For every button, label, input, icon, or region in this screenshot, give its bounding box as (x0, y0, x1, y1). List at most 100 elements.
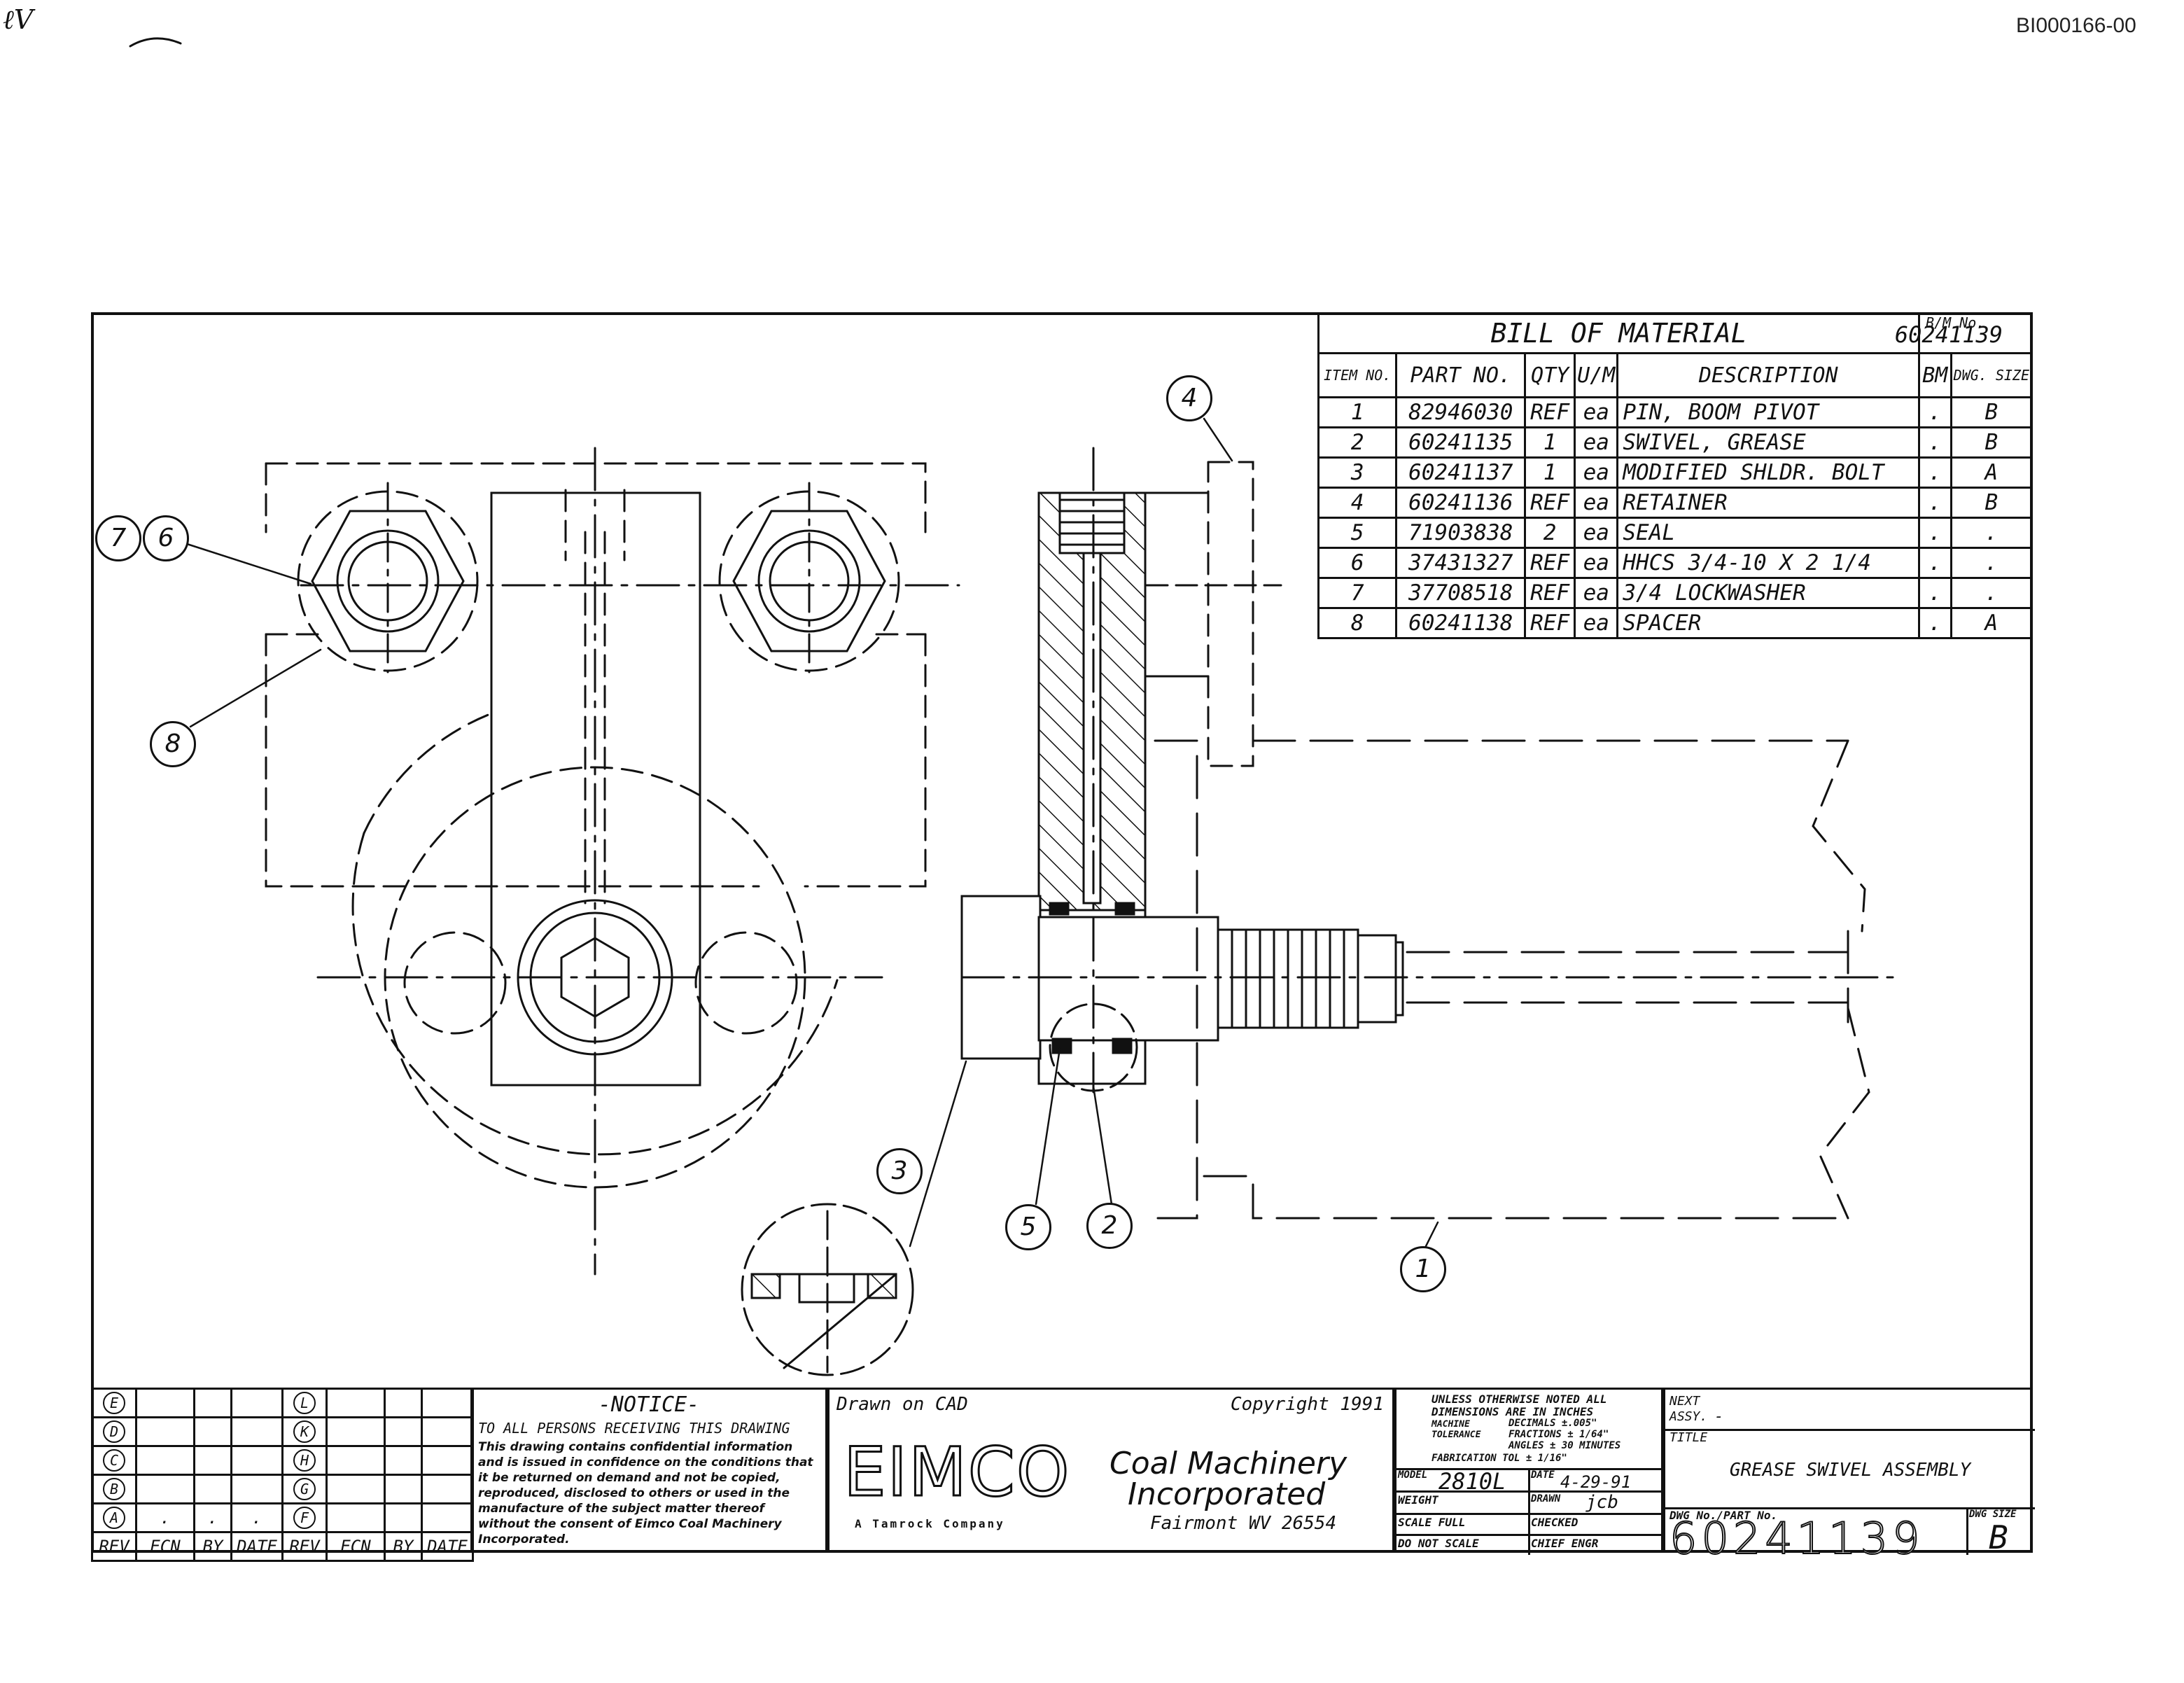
rev-letter-c: C (103, 1449, 125, 1472)
bom-part: 60241138 (1395, 607, 1527, 639)
header-item-no: ITEM NO. (1317, 352, 1398, 398)
document-id: BI000166-00 (2016, 14, 2136, 37)
rev-letter-b: B (103, 1478, 125, 1500)
next-assy-value: - (1714, 1408, 1724, 1425)
bom-item: 2 (1317, 426, 1398, 459)
rev-letter-a: A (103, 1507, 125, 1529)
bom-bm: . (1918, 547, 1952, 579)
tol-machine-label: MACHINE TOLERANCE (1432, 1419, 1481, 1440)
bom-row: 1 82946030 REF ea PIN, BOOM PIVOT . B (1317, 396, 2033, 428)
tol-fabrication: FABRICATION TOL ± 1/16" (1432, 1453, 1567, 1464)
bom-um: ea (1574, 426, 1619, 459)
bom-desc: MODIFIED SHLDR. BOLT (1616, 456, 1921, 489)
date-value: 4-29-91 (1560, 1472, 1632, 1492)
header-dwg-size: DWG. SIZE (1949, 352, 2033, 398)
bom-size: . (1949, 577, 2033, 609)
do-not-scale: DO NOT SCALE (1398, 1537, 1479, 1550)
bom-um: ea (1574, 547, 1619, 579)
drawn-value: jcb (1586, 1492, 1618, 1513)
rev-footer: DATE (230, 1531, 284, 1562)
rev-a-by: . (193, 1502, 232, 1533)
logo-subtitle: A Tamrock Company (855, 1517, 1005, 1530)
bom-item: 8 (1317, 607, 1398, 639)
checked-label: CHECKED (1531, 1516, 1578, 1529)
bom-qty: REF (1524, 547, 1576, 579)
section-view (960, 447, 1898, 1220)
rev-footer: REV (91, 1531, 137, 1562)
revision-block: E L D K C H B G A . . . F REV ECN BY DAT… (91, 1388, 474, 1562)
bom-um: ea (1574, 456, 1619, 489)
notice-box: -NOTICE- TO ALL PERSONS RECEIVING THIS D… (470, 1388, 827, 1553)
model-label: MODEL (1398, 1469, 1428, 1481)
bom-size: . (1949, 517, 2033, 549)
bom-desc: PIN, BOOM PIVOT (1616, 396, 1921, 428)
company-block: Drawn on CAD Copyright 1991 EIMCO A Tamr… (827, 1388, 1394, 1553)
notice-body: This drawing contains confidential infor… (478, 1440, 813, 1546)
bom-row: 6 37431327 REF ea HHCS 3/4-10 X 2 1/4 . … (1317, 547, 2033, 579)
bom-item: 5 (1317, 517, 1398, 549)
bom-row: 3 60241137 1 ea MODIFIED SHLDR. BOLT . A (1317, 456, 2033, 489)
bom-part: 60241135 (1395, 426, 1527, 459)
next-assy-label: NEXT ASSY. (1670, 1394, 1708, 1424)
bom-item: 4 (1317, 487, 1398, 519)
bom-qty: REF (1524, 396, 1576, 428)
rev-a-date: . (230, 1502, 284, 1533)
rev-letter-h: H (293, 1449, 316, 1472)
bom-size: B (1949, 396, 2033, 428)
bom-qty: 1 (1524, 456, 1576, 489)
copyright: Copyright 1991 (1230, 1394, 1384, 1415)
tol-note-2: DIMENSIONS ARE IN INCHES (1432, 1405, 1594, 1418)
tol-angles: ANGLES ± 30 MINUTES (1508, 1440, 1621, 1451)
bom-desc: SPACER (1616, 607, 1921, 639)
balloon-3: 3 (876, 1148, 923, 1194)
bom-number-cell: B/M No. 60241139 (1895, 312, 2033, 354)
bill-of-material-table: BILL OF MATERIAL B/M No. 60241139 ITEM N… (1317, 312, 2033, 639)
rev-letter-k: K (293, 1420, 316, 1443)
pencil-mark (129, 37, 182, 48)
balloon-4: 4 (1166, 375, 1212, 421)
bom-item: 3 (1317, 456, 1398, 489)
bom-bm: . (1918, 396, 1952, 428)
header-um: U/M (1574, 352, 1619, 398)
eimco-logo: EIMCO (842, 1432, 1071, 1513)
rev-footer: REV (281, 1531, 328, 1562)
drawing-title: GREASE SWIVEL ASSEMBLY (1729, 1460, 1971, 1481)
balloon-1: 1 (1400, 1246, 1446, 1292)
rev-letter-d: D (103, 1420, 125, 1443)
bom-row: 7 37708518 REF ea 3/4 LOCKWASHER . . (1317, 577, 2033, 609)
bom-desc: HHCS 3/4-10 X 2 1/4 (1616, 547, 1921, 579)
bom-bm: . (1918, 607, 1952, 639)
bom-desc: SWIVEL, GREASE (1616, 426, 1921, 459)
bom-desc: SEAL (1616, 517, 1921, 549)
bom-item: 7 (1317, 577, 1398, 609)
tol-decimals: DECIMALS ±.005" (1508, 1418, 1597, 1429)
bom-desc: 3/4 LOCKWASHER (1616, 577, 1921, 609)
bom-size: B (1949, 426, 2033, 459)
header-part-no: PART NO. (1395, 352, 1527, 398)
rev-footer: DATE (421, 1531, 474, 1562)
dwg-number: 60241139 (1669, 1512, 1924, 1565)
dwg-size-label: DWG SIZE (1969, 1509, 2017, 1520)
date-label: DATE (1531, 1469, 1555, 1481)
bom-qty: REF (1524, 607, 1576, 639)
bom-qty: 1 (1524, 426, 1576, 459)
bom-bm: . (1918, 487, 1952, 519)
dwg-number-label: DWG No./PART No. (1670, 1509, 1778, 1522)
bom-row: 4 60241136 REF ea RETAINER . B (1317, 487, 2033, 519)
dwg-size: B (1989, 1518, 2008, 1556)
bom-bm: . (1918, 426, 1952, 459)
detail-view (741, 1203, 914, 1376)
bom-row: 5 71903838 2 ea SEAL . . (1317, 517, 2033, 549)
bom-um: ea (1574, 396, 1619, 428)
bom-um: ea (1574, 607, 1619, 639)
bom-number-label: B/M No. (1926, 314, 1985, 331)
bom-title: BILL OF MATERIAL (1317, 312, 1921, 354)
rev-footer: ECN (326, 1531, 386, 1562)
title-block: NEXT ASSY. - TITLE GREASE SWIVEL ASSEMBL… (1663, 1388, 2035, 1565)
header-description: DESCRIPTION (1616, 352, 1921, 398)
balloon-7: 7 (95, 515, 141, 561)
bom-qty: REF (1524, 487, 1576, 519)
handwritten-corner-mark: ℓV (3, 4, 34, 35)
rev-letter-g: G (293, 1478, 316, 1500)
bom-bm: . (1918, 517, 1952, 549)
